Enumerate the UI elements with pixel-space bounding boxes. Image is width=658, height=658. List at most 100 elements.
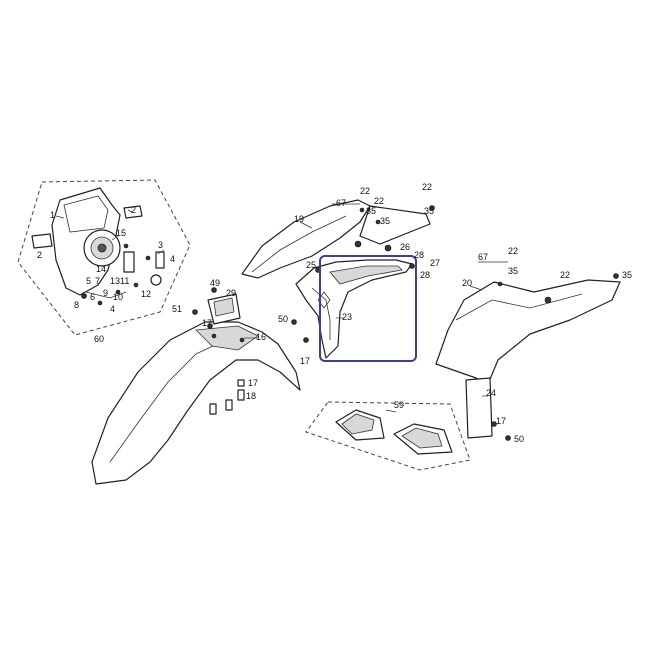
bolt-17-right bbox=[491, 421, 497, 427]
callout-25: 25 bbox=[306, 260, 316, 270]
grommet-right bbox=[544, 296, 552, 304]
tank-cover-left-ridge bbox=[251, 215, 347, 273]
callout-12: 12 bbox=[141, 289, 151, 299]
callout-3: 3 bbox=[158, 240, 163, 250]
callout-67-b: 67 bbox=[478, 252, 488, 262]
callout-22-b: 22 bbox=[374, 196, 384, 206]
grommet-left bbox=[354, 240, 362, 248]
headlight-clamp bbox=[155, 251, 165, 269]
bolt-50-right bbox=[505, 435, 511, 441]
front-fender-ridge bbox=[109, 339, 227, 463]
bolt-51 bbox=[192, 309, 198, 315]
callout-50-shroud: 50 bbox=[278, 314, 288, 324]
headlight-adjuster bbox=[123, 251, 135, 273]
callout-17-right: 17 bbox=[496, 416, 506, 426]
callout-22-e: 22 bbox=[560, 270, 570, 280]
callout-28-a: 28 bbox=[414, 250, 424, 260]
callout-17-bracket: 17 bbox=[202, 318, 212, 328]
callout-4-upper: 4 bbox=[170, 254, 175, 264]
callout-2-lower: 2 bbox=[37, 250, 42, 260]
callout-29: 29 bbox=[226, 288, 236, 298]
callout-9: 9 bbox=[103, 288, 108, 298]
bolt-49 bbox=[211, 287, 217, 293]
callout-35-a: 35 bbox=[366, 206, 376, 216]
callout-23: 23 bbox=[342, 312, 352, 322]
decal-left-inner bbox=[341, 413, 375, 435]
radiator-shroud-vent bbox=[317, 291, 331, 309]
callout-67-a: 67 bbox=[336, 198, 346, 208]
callout-17-shroud: 17 bbox=[300, 356, 310, 366]
callout-15: 15 bbox=[116, 228, 126, 238]
side-cover-right-ridge bbox=[455, 293, 583, 321]
bolt-17-upper bbox=[237, 379, 245, 387]
headlight-wire bbox=[85, 291, 127, 299]
callout-17-fender: 17 bbox=[248, 378, 258, 388]
bolt-17-bracket bbox=[207, 323, 213, 329]
bolt-28-a bbox=[409, 263, 415, 269]
screw-8 bbox=[81, 293, 87, 299]
bolt-18 bbox=[237, 389, 245, 401]
callout-35-d: 35 bbox=[508, 266, 518, 276]
headlight-bracket-upper bbox=[123, 205, 143, 219]
callout-4-lower: 4 bbox=[110, 304, 115, 314]
callout-20: 20 bbox=[462, 278, 472, 288]
callout-27: 27 bbox=[430, 258, 440, 268]
bolt-50-shroud bbox=[291, 319, 297, 325]
callout-5: 5 bbox=[86, 276, 91, 286]
callout-10: 10 bbox=[113, 292, 123, 302]
callout-numbers: 1 2 2 3 4 4 5 6 7 8 9 10 11 12 13 14 15 … bbox=[37, 182, 632, 444]
callout-35-c: 35 bbox=[424, 206, 434, 216]
callout-59: 59 bbox=[394, 400, 404, 410]
screw-3 bbox=[145, 255, 151, 261]
bolt-17-shroud bbox=[303, 337, 309, 343]
headlight-bulb bbox=[97, 243, 107, 253]
callout-22-a: 22 bbox=[360, 186, 370, 196]
callout-35-b: 35 bbox=[380, 216, 390, 226]
fender-bolt-a bbox=[211, 333, 217, 339]
callout-14: 14 bbox=[96, 264, 106, 274]
callout-13: 13 bbox=[110, 276, 120, 286]
callout-16: 16 bbox=[256, 332, 266, 342]
callout-49: 49 bbox=[210, 278, 220, 288]
callout-18: 18 bbox=[246, 391, 256, 401]
screw-15 bbox=[123, 243, 129, 249]
callout-28-b: 28 bbox=[420, 270, 430, 280]
callout-26: 26 bbox=[400, 242, 410, 252]
callout-22-d: 22 bbox=[508, 246, 518, 256]
callout-7: 7 bbox=[95, 276, 100, 286]
callout-22-c: 22 bbox=[422, 182, 432, 192]
screw-10 bbox=[115, 289, 121, 295]
front-fender bbox=[91, 321, 301, 485]
bolt-35-a bbox=[359, 207, 365, 213]
callout-8: 8 bbox=[74, 300, 79, 310]
bolt-17-lower bbox=[209, 403, 217, 415]
bolt-17-mid bbox=[225, 399, 233, 411]
callout-11: 11 bbox=[120, 276, 129, 286]
headlight-grommet bbox=[150, 274, 162, 286]
callout-1: 1 bbox=[50, 210, 55, 220]
selected-part-highlight[interactable] bbox=[319, 255, 417, 362]
bolt-35-b bbox=[375, 219, 381, 225]
headlight-bracket-left bbox=[31, 233, 53, 249]
callout-19: 19 bbox=[294, 214, 304, 224]
callout-51: 51 bbox=[172, 304, 182, 314]
leader-lines bbox=[55, 203, 508, 413]
screw-4 bbox=[97, 300, 103, 306]
headlight-mask-window bbox=[63, 195, 109, 233]
callout-35-e: 35 bbox=[622, 270, 632, 280]
screw-12 bbox=[133, 282, 139, 288]
callout-6: 6 bbox=[90, 292, 95, 302]
decal-right-inner bbox=[401, 427, 443, 449]
callout-24: 24 bbox=[486, 388, 496, 398]
side-cover-lower-24 bbox=[465, 377, 493, 439]
callout-60: 60 bbox=[94, 334, 104, 344]
front-fender-mount bbox=[195, 325, 259, 351]
radiator-shroud-stripe bbox=[329, 265, 403, 285]
grommet-26 bbox=[384, 244, 392, 252]
bolt-35-d bbox=[497, 281, 503, 287]
headlight-group-outline bbox=[17, 179, 191, 336]
tank-cover-left-tab bbox=[359, 205, 431, 245]
callout-50-right: 50 bbox=[514, 434, 524, 444]
